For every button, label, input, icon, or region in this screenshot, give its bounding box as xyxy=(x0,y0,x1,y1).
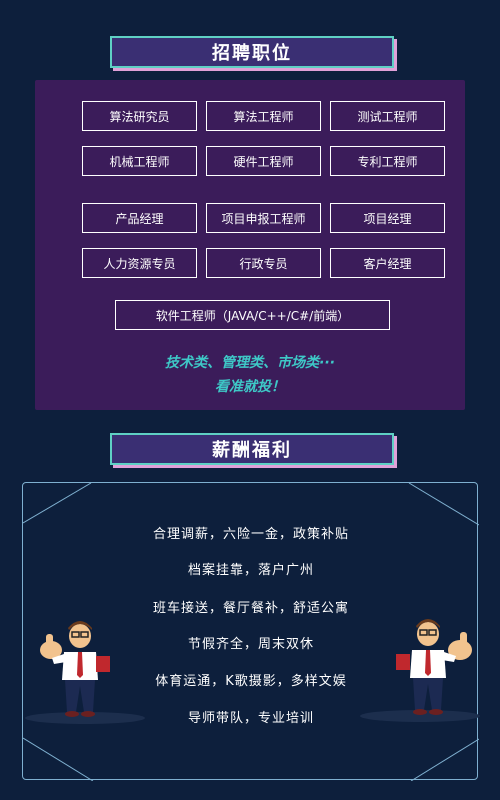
benefit-line: 班车接送，餐厅餐补，舒适公寓 xyxy=(152,601,349,616)
job-test-engineer[interactable]: 测试工程师 xyxy=(330,101,445,131)
job-patent-engineer[interactable]: 专利工程师 xyxy=(330,146,445,176)
businessman-thumbsup-icon xyxy=(40,621,110,717)
section-title-jobs: 招聘职位 xyxy=(110,36,394,68)
job-label: 测试工程师 xyxy=(357,109,418,124)
section-title-benefits-text: 薪酬福利 xyxy=(212,440,292,461)
job-admin-specialist[interactable]: 行政专员 xyxy=(206,248,321,278)
job-product-manager[interactable]: 产品经理 xyxy=(82,203,197,233)
section-title-benefits: 薪酬福利 xyxy=(110,433,394,465)
job-software-engineer[interactable]: 软件工程师（JAVA/C++/C#/前端） xyxy=(115,300,390,330)
tagline-categories: 技术类、管理类、市场类··· xyxy=(165,355,335,371)
job-label: 人力资源专员 xyxy=(103,256,176,271)
job-mechanical-engineer[interactable]: 机械工程师 xyxy=(82,146,197,176)
job-project-application-engineer[interactable]: 项目申报工程师 xyxy=(206,203,321,233)
benefit-line: 合理调薪，六险一金，政策补贴 xyxy=(152,527,349,542)
person-shadow xyxy=(360,710,480,722)
tagline-apply: 看准就投！ xyxy=(215,379,285,395)
benefit-line: 档案挂靠，落户广州 xyxy=(187,563,314,578)
job-algorithm-engineer[interactable]: 算法工程师 xyxy=(206,101,321,131)
job-algorithm-researcher[interactable]: 算法研究员 xyxy=(82,101,197,131)
job-label: 项目经理 xyxy=(363,211,412,226)
job-hr-specialist[interactable]: 人力资源专员 xyxy=(82,248,197,278)
job-label: 软件工程师（JAVA/C++/C#/前端） xyxy=(155,308,350,323)
job-label: 算法工程师 xyxy=(233,109,294,124)
job-label: 项目申报工程师 xyxy=(221,211,306,226)
benefit-line: 节假齐全，周末双休 xyxy=(187,637,314,652)
job-label: 硬件工程师 xyxy=(233,154,294,169)
job-label: 算法研究员 xyxy=(109,109,170,124)
benefit-line: 体育运通，K歌摄影，多样文娱 xyxy=(155,674,347,689)
job-label: 行政专员 xyxy=(239,256,288,271)
section-title-jobs-text: 招聘职位 xyxy=(212,43,292,64)
businessman-thumbsup-icon xyxy=(396,619,472,715)
job-hardware-engineer[interactable]: 硬件工程师 xyxy=(206,146,321,176)
job-label: 机械工程师 xyxy=(109,154,170,169)
person-shadow xyxy=(25,712,145,724)
panel-corner-lines xyxy=(23,483,479,781)
job-label: 产品经理 xyxy=(115,211,164,226)
job-label: 专利工程师 xyxy=(357,154,418,169)
jobs-panel: 算法研究员 算法工程师 测试工程师 机械工程师 硬件工程师 专利工程师 产品经理… xyxy=(35,80,465,410)
benefits-panel: 合理调薪，六险一金，政策补贴 档案挂靠，落户广州 班车接送，餐厅餐补，舒适公寓 … xyxy=(22,482,479,781)
benefit-line: 导师带队，专业培训 xyxy=(187,711,314,726)
job-project-manager[interactable]: 项目经理 xyxy=(330,203,445,233)
job-label: 客户经理 xyxy=(363,256,412,271)
job-customer-manager[interactable]: 客户经理 xyxy=(330,248,445,278)
